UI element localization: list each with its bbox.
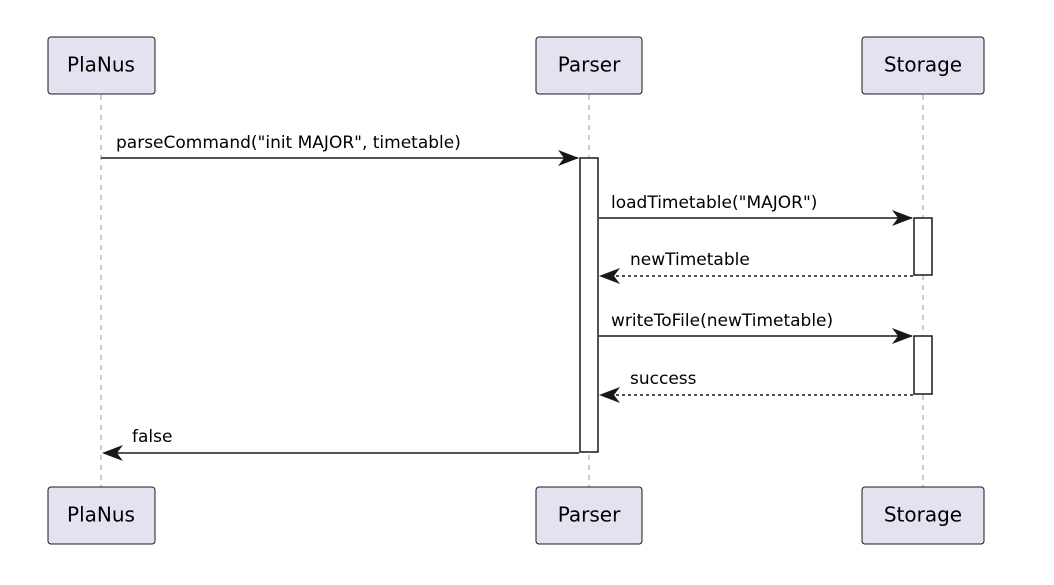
message-success-arrowhead [599,387,620,403]
message-parse-command-label: parseCommand("init MAJOR", timetable) [116,133,461,153]
participant-planus-top-label: PlaNus [67,53,135,77]
message-load-timetable: loadTimetable("MAJOR") [599,193,913,226]
message-new-timetable-label: newTimetable [630,250,750,270]
activation-storage-load [913,217,933,276]
message-load-timetable-arrowhead [892,210,913,226]
participant-planus-top: PlaNus [47,36,156,95]
participant-parser-top-label: Parser [558,53,621,77]
message-success: success [599,369,913,403]
message-success-label: success [630,369,697,389]
message-write-to-file-arrowhead [892,328,913,344]
message-write-to-file-label: writeToFile(newTimetable) [611,311,833,331]
message-parse-command: parseCommand("init MAJOR", timetable) [101,133,579,166]
participant-parser-bottom-label: Parser [558,503,621,527]
participant-parser-bottom: Parser [535,486,643,545]
activation-parser [579,157,599,453]
participant-parser-top: Parser [535,36,643,95]
participant-storage-top-label: Storage [884,53,962,77]
participant-planus-bottom-label: PlaNus [67,503,135,527]
participant-storage-top: Storage [861,36,985,95]
participant-planus-bottom: PlaNus [47,486,156,545]
message-new-timetable-arrowhead [599,268,620,284]
message-write-to-file: writeToFile(newTimetable) [599,311,913,344]
message-new-timetable: newTimetable [599,250,913,284]
activation-storage-write [913,335,933,395]
message-false-label: false [132,427,172,447]
participant-storage-bottom: Storage [861,486,985,545]
message-false-arrowhead [102,445,123,461]
message-false: false [102,427,579,461]
message-parse-command-arrowhead [558,150,579,166]
message-load-timetable-label: loadTimetable("MAJOR") [611,193,817,213]
participant-storage-bottom-label: Storage [884,503,962,527]
